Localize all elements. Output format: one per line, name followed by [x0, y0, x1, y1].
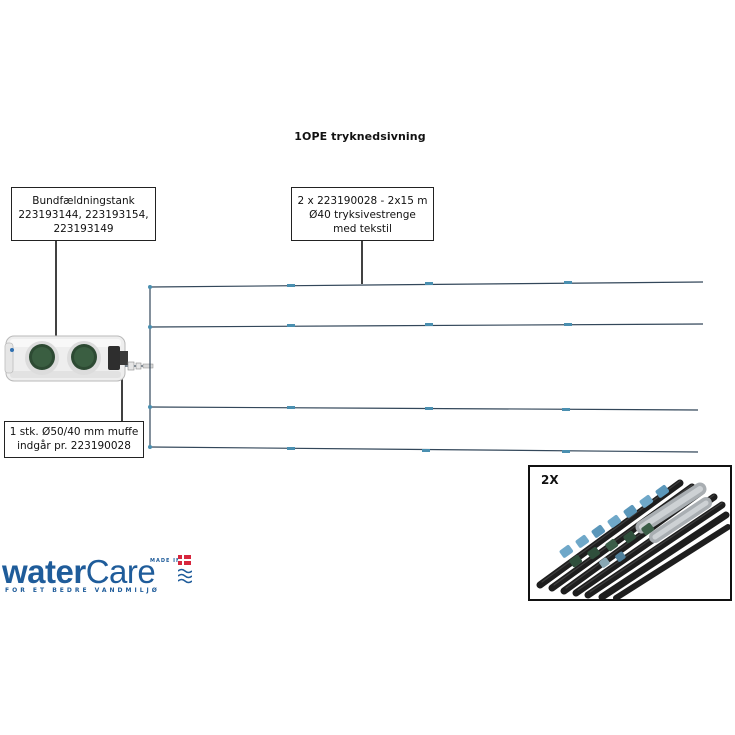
tank-callout-line-2: 223193144, 223193154, [18, 209, 149, 221]
pipe-string-3 [148, 405, 699, 411]
pipe-string-2 [148, 323, 704, 329]
pipe-bundle-illustration [536, 479, 730, 599]
quantity-label: 2X [541, 473, 559, 487]
strings-callout-line-1: 2 x 223190028 - 2x15 m [297, 195, 428, 207]
logo-word-light: Care [85, 553, 156, 590]
pipe-string-4 [148, 445, 699, 453]
tank-callout-line-3: 223193149 [53, 223, 114, 235]
muffe-callout-line-2: indgår pr. 223190028 [17, 440, 131, 452]
tank-callout: Bundfældningstank 223193144, 223193154, … [11, 187, 156, 241]
logo-made-in: MADE IN [150, 558, 182, 564]
muffe-coupling [127, 361, 154, 371]
logo-word-bold: water [2, 553, 86, 590]
logo-wordmark: waterCare [2, 553, 156, 590]
muffe-callout-line-1: 1 stk. Ø50/40 mm muffe [9, 426, 139, 438]
muffe-callout: 1 stk. Ø50/40 mm muffe indgår pr. 223190… [4, 421, 144, 458]
product-inset: 2X [528, 465, 732, 601]
diagram-title: 1OPE tryknedsivning [294, 130, 426, 143]
logo-tagline: FOR ET BEDRE VANDMILJØ [5, 587, 160, 594]
pipe-string-1 [148, 281, 704, 289]
sedimentation-tank [4, 335, 128, 382]
waves-icon [178, 568, 192, 584]
watercare-logo: waterCare MADE IN FOR ET BEDRE VANDMILJØ [0, 548, 200, 608]
tank-callout-line-1: Bundfældningstank [32, 195, 135, 207]
strings-callout-line-3: med tekstil [333, 223, 392, 235]
strings-callout: 2 x 223190028 - 2x15 m Ø40 tryksivestren… [291, 187, 434, 241]
strings-callout-line-2: Ø40 tryksivestrenge [309, 209, 416, 221]
danish-flag-icon [178, 555, 191, 565]
